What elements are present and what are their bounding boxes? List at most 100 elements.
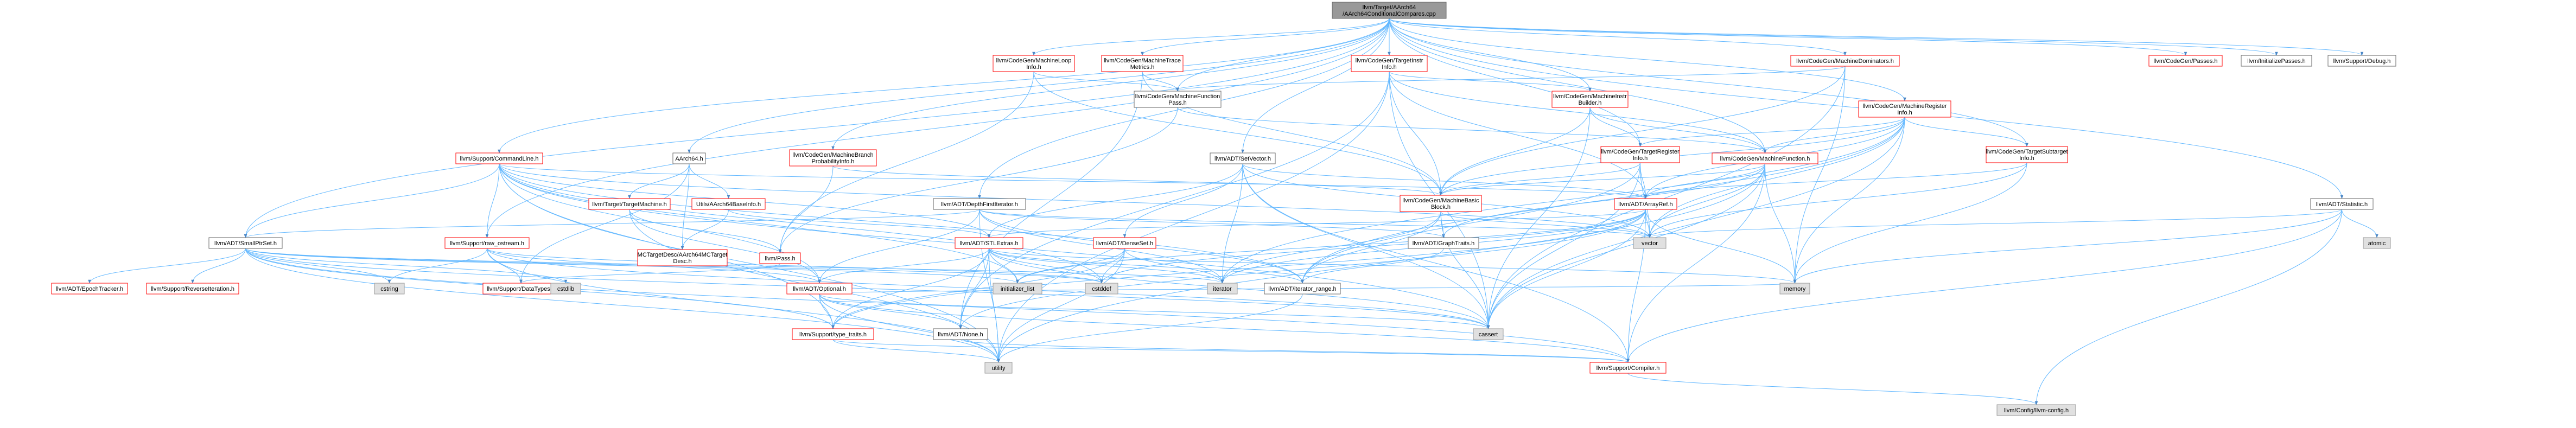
- edge-machineloopinfo-to-pass: [778, 71, 1034, 253]
- edge-iterator-range-to-utility: [997, 293, 1303, 363]
- edge-machinefunction-to-arrayref: [1644, 163, 1765, 199]
- dependency-edges: [88, 18, 2378, 405]
- edge-machineregisterinfo-to-cassert: [1486, 117, 1905, 329]
- edge-machinedominators-to-machinefunctionpass: [1176, 66, 1846, 92]
- node-graphtraits[interactable]: llvm/ADT/GraphTraits.h: [1408, 237, 1479, 249]
- node-passes[interactable]: llvm/CodeGen/Passes.h: [2148, 55, 2223, 67]
- node-aarch64[interactable]: AArch64.h: [672, 152, 706, 164]
- edge-smallptrset-to-cstdlib: [245, 248, 568, 284]
- node-type-traits[interactable]: llvm/Support/type_traits.h: [792, 328, 874, 340]
- node-label: llvm/ADT/GraphTraits.h: [1413, 240, 1475, 247]
- node-box: [2148, 55, 2223, 67]
- edge-compiler-to-llvm-config: [1627, 373, 2038, 405]
- edge-targetinstrinfo-to-machineinstrbuilder: [1389, 71, 1592, 92]
- node-stlextras[interactable]: llvm/ADT/STLExtras.h: [955, 237, 1023, 249]
- edge-targetsubtargetinfo-to-arrayref: [1644, 162, 2027, 199]
- node-smallptrset[interactable]: llvm/ADT/SmallPtrSet.h: [208, 237, 283, 249]
- node-label: llvm/CodeGen/MachineFunction.h: [1720, 156, 1810, 162]
- edge-depthfirstiterator-to-smallptrset: [244, 209, 980, 238]
- node-denseset[interactable]: llvm/ADT/DenseSet.h: [1093, 237, 1156, 249]
- edge-targetregisterinfo-to-iterator-range: [1301, 162, 1640, 284]
- edge-machineinstrbuilder-to-machinefunction: [1589, 107, 1767, 154]
- node-label: llvm/ADT/STLExtras.h: [959, 240, 1018, 247]
- node-optional[interactable]: llvm/ADT/Optional.h: [786, 283, 853, 295]
- node-datatypes[interactable]: llvm/Support/DataTypes.h: [482, 283, 559, 295]
- node-machinefunction[interactable]: llvm/CodeGen/MachineFunction.h: [1712, 152, 1818, 164]
- edge-smallptrset-to-initializer-list: [245, 248, 1019, 284]
- node-box: [1473, 328, 1504, 340]
- node-label: Info.h: [1897, 110, 1912, 116]
- edge-smallptrset-to-utility: [245, 248, 1000, 363]
- node-label: llvm/ADT/None.h: [938, 331, 983, 338]
- node-label: llvm/ADT/Optional.h: [793, 286, 846, 292]
- node-label: vector: [1642, 240, 1658, 247]
- node-label: llvm/CodeGen/MachineBasic: [1402, 197, 1479, 204]
- edge-targetmachine-to-pass: [629, 209, 782, 253]
- edge-machineregisterinfo-to-memory: [1793, 117, 1905, 284]
- edge-machineregisterinfo-to-machinefunction: [1763, 117, 1905, 154]
- node-machinedominators[interactable]: llvm/CodeGen/MachineDominators.h: [1790, 55, 1900, 67]
- node-raw-ostream[interactable]: llvm/Support/raw_ostream.h: [444, 237, 530, 249]
- edge-statistic-to-compiler: [1626, 209, 2342, 363]
- node-arrayref[interactable]: llvm/ADT/ArrayRef.h: [1614, 198, 1677, 210]
- edge-denseset-to-iterator: [1124, 248, 1224, 284]
- edge-stlextras-to-cassert: [989, 248, 1490, 329]
- edge-machinefunction-to-vector: [1648, 163, 1765, 238]
- node-label: Info.h: [1382, 64, 1397, 71]
- edge-smallptrset-to-epochtracker: [88, 248, 246, 284]
- node-targetmachine[interactable]: llvm/Target/TargetMachine.h: [588, 198, 671, 210]
- edge-smallptrset-to-cstring: [245, 248, 391, 284]
- node-initializepasses[interactable]: llvm/InitializePasses.h: [2241, 55, 2312, 67]
- node-debug[interactable]: llvm/Support/Debug.h: [2327, 55, 2396, 67]
- node-reverseiteration[interactable]: llvm/Support/ReverseIteration.h: [146, 283, 239, 295]
- edge-root-to-commandline: [498, 18, 1390, 154]
- edge-commandline-to-smallptrset: [244, 163, 500, 238]
- node-none[interactable]: llvm/ADT/None.h: [933, 328, 988, 340]
- edge-machineregisterinfo-to-iterator: [1220, 117, 1905, 284]
- edge-denseset-to-cstddef: [1100, 248, 1125, 284]
- edge-none-to-compiler: [960, 339, 1630, 363]
- node-iterator-range[interactable]: llvm/ADT/iterator_range.h: [1264, 283, 1341, 295]
- node-setvector[interactable]: llvm/ADT/SetVector.h: [1210, 152, 1276, 164]
- edge-smallptrset-to-cassert: [245, 248, 1490, 329]
- node-aarch64baseinfo[interactable]: Utils/AArch64BaseInfo.h: [691, 198, 766, 210]
- node-depthfirstiterator[interactable]: llvm/ADT/DepthFirstIterator.h: [933, 198, 1026, 210]
- edge-machinefunction-to-graphtraits: [1442, 163, 1765, 238]
- edge-type-traits-to-compiler: [832, 339, 1630, 363]
- node-box: [786, 283, 853, 295]
- edge-machinebasicblock-to-iterator: [1220, 211, 1441, 284]
- node-box: [1093, 237, 1156, 249]
- node-box: [2310, 198, 2374, 210]
- node-statistic[interactable]: llvm/ADT/Statistic.h: [2310, 198, 2374, 210]
- node-cassert: cassert: [1473, 328, 1504, 340]
- node-box: [933, 198, 1026, 210]
- node-label: utility: [991, 365, 1006, 372]
- edge-setvector-to-arrayref: [1242, 163, 1648, 199]
- node-commandline[interactable]: llvm/Support/CommandLine.h: [455, 152, 543, 164]
- node-box: [1986, 146, 2068, 163]
- node-epochtracker[interactable]: llvm/ADT/EpochTracker.h: [51, 283, 128, 295]
- edge-targetsubtargetinfo-to-vector: [1648, 162, 2027, 238]
- node-label: atomic: [2368, 240, 2386, 247]
- node-box: [955, 237, 1023, 249]
- node-label: llvm/Support/type_traits.h: [799, 331, 867, 338]
- edge-statistic-to-memory: [1793, 209, 2342, 284]
- node-compiler[interactable]: llvm/Support/Compiler.h: [1589, 362, 1667, 374]
- edge-machinebranchprob-to-machinebasicblock: [832, 165, 1442, 196]
- node-root[interactable]: llvm/Target/AArch64/AArch64ConditionalCo…: [1332, 2, 1447, 19]
- node-label: Info.h: [1633, 155, 1648, 162]
- edge-arrayref-to-cstddef: [1100, 209, 1646, 284]
- node-pass[interactable]: llvm/Pass.h: [759, 252, 801, 264]
- node-machinebranchprob[interactable]: llvm/CodeGen/MachineBranchProbabilityInf…: [789, 149, 877, 167]
- edge-machinefunctionpass-to-machinefunction: [1177, 107, 1767, 154]
